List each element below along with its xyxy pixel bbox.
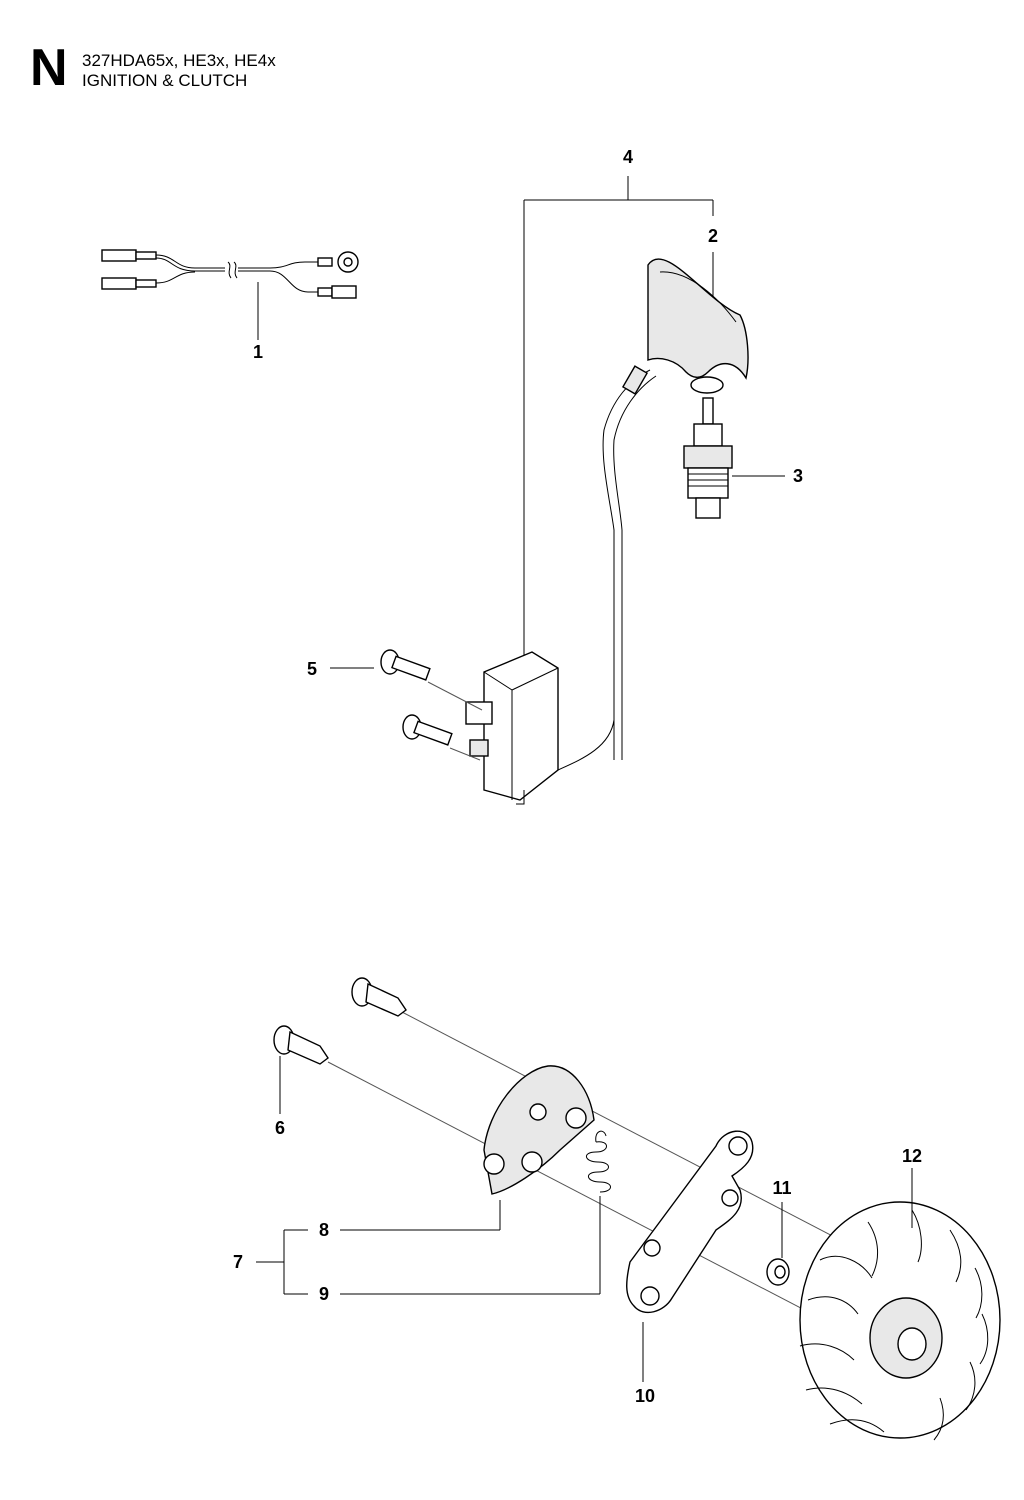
module-screws-part[interactable] — [380, 649, 453, 746]
flywheel-part[interactable] — [799, 1201, 1001, 1441]
callout-12: 12 — [902, 1146, 922, 1166]
spark-plug-part[interactable] — [683, 397, 733, 519]
callout-2: 2 — [708, 226, 718, 246]
wire-harness-part[interactable] — [101, 249, 359, 299]
clutch-bracket-part[interactable] — [626, 1130, 754, 1314]
callout-4: 4 — [623, 147, 633, 167]
callout-5: 5 — [307, 659, 317, 679]
clutch-spring-part[interactable] — [586, 1130, 611, 1193]
callout-8: 8 — [319, 1220, 329, 1240]
clutch-bolts-part[interactable] — [273, 977, 407, 1065]
callout-9: 9 — [319, 1284, 329, 1304]
callout-11: 11 — [772, 1178, 791, 1198]
spark-plug-boot-part[interactable] — [647, 258, 749, 394]
model-numbers: 327HDA65x, HE3x, HE4x — [82, 51, 276, 70]
section-title: IGNITION & CLUTCH — [82, 71, 248, 90]
callout-7: 7 — [233, 1252, 243, 1272]
ignition-module-part[interactable] — [465, 651, 615, 805]
clutch-shoe-part[interactable] — [483, 1065, 595, 1195]
callout-3: 3 — [793, 466, 803, 486]
callout-10: 10 — [635, 1386, 655, 1406]
callout-6: 6 — [275, 1118, 285, 1138]
callout-1: 1 — [253, 342, 263, 362]
washer-part[interactable] — [766, 1258, 790, 1286]
section-letter: N — [30, 39, 68, 97]
